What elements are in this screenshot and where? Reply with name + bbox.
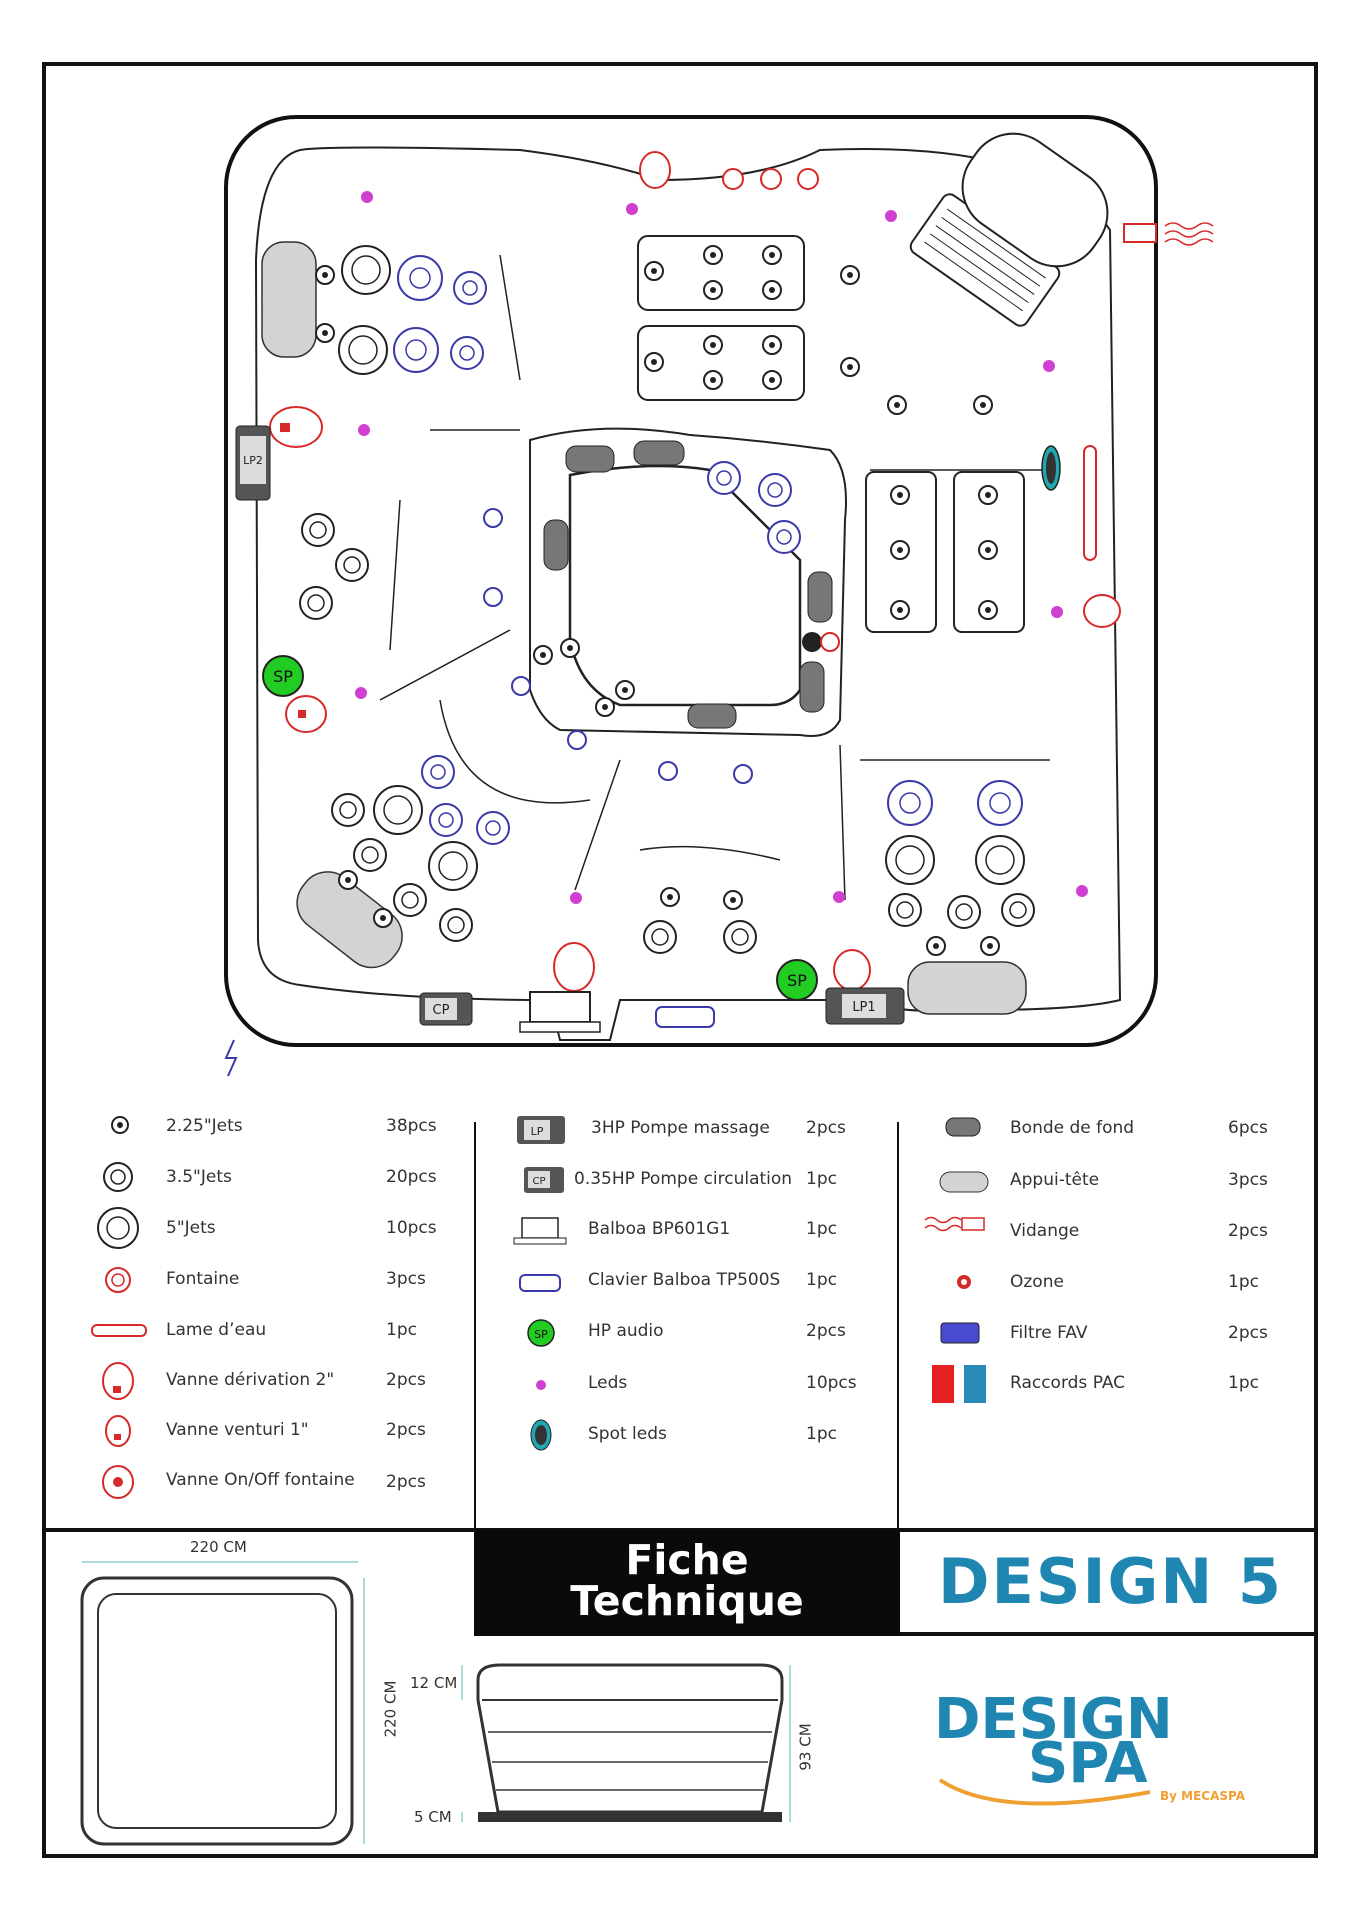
fiche-technique-title: Fiche Technique (474, 1530, 900, 1636)
legend-label: HP audio (588, 1321, 664, 1341)
design-label: DESIGN 5 (938, 1545, 1284, 1618)
legend-qty: 2pcs (386, 1472, 426, 1492)
footwell-inner (568, 464, 802, 707)
large-jets (338, 245, 1025, 891)
drains (543, 440, 833, 729)
legend-label: Vanne On/Off fontaine (166, 1470, 355, 1490)
legend-qty: 1pc (806, 1270, 837, 1290)
dim-bottom: 5 CM (414, 1808, 452, 1826)
legend-qty: 1pc (806, 1169, 837, 1189)
legend-qty: 10pcs (386, 1218, 437, 1238)
legend-label: Ozone (1010, 1272, 1064, 1292)
svg-text:SP: SP (787, 971, 807, 990)
legend-label: Vidange (1010, 1221, 1080, 1241)
pump-lp2: LP2 (235, 425, 271, 501)
legend-label: Spot leds (588, 1424, 667, 1444)
speaker (776, 959, 818, 1001)
page-frame (42, 62, 1318, 1858)
legend-qty: 2pcs (1228, 1323, 1268, 1343)
svg-text:LP2: LP2 (243, 454, 263, 467)
legend-label: Clavier Balboa TP500S (588, 1270, 781, 1290)
valves (269, 151, 1121, 992)
legend-label: 3HP Pompe massage (591, 1118, 770, 1138)
legend-label: Balboa BP601G1 (588, 1219, 731, 1239)
legend-qty: 3pcs (386, 1269, 426, 1289)
legend-qty: 38pcs (386, 1116, 437, 1136)
legend-label: Bonde de fond (1010, 1118, 1135, 1138)
small-jet-cores (322, 252, 993, 949)
svg-text:By MECASPA: By MECASPA (1160, 1789, 1246, 1803)
dim-top: 12 CM (410, 1674, 458, 1692)
medium-jets (299, 513, 1035, 954)
legend-qty: 2pcs (386, 1420, 426, 1440)
legend-label: Leds (588, 1373, 628, 1393)
legend-label: 0.35HP Pompe circulation (574, 1169, 793, 1189)
speaker (262, 655, 304, 697)
seat-outline (254, 146, 1122, 1041)
legend-label: Vanne venturi 1" (166, 1420, 309, 1440)
legend-qty: 1pc (806, 1424, 837, 1444)
svg-text:LP: LP (531, 1125, 544, 1138)
legend-label: 2.25"Jets (166, 1116, 243, 1136)
legend-label: Raccords PAC (1010, 1373, 1126, 1393)
water-blade (1083, 445, 1097, 561)
svg-text:LP1: LP1 (852, 1000, 875, 1015)
legend-qty: 2pcs (806, 1118, 846, 1138)
fountains (722, 168, 819, 190)
footwell-outer (529, 427, 847, 737)
blue-jets (393, 255, 1023, 845)
design-box-bottom (900, 1632, 1318, 1636)
legend-qty: 3pcs (1228, 1170, 1268, 1190)
legend-qty: 1pc (806, 1219, 837, 1239)
dim-width: 220 CM (190, 1538, 247, 1556)
svg-text:CP: CP (532, 1176, 545, 1187)
legend-label: Filtre FAV (1010, 1323, 1088, 1343)
legend-qty: 2pcs (806, 1321, 846, 1341)
legend-qty: 1pc (1228, 1272, 1259, 1292)
leds (355, 191, 1088, 904)
legend-qty: 20pcs (386, 1167, 437, 1187)
svg-text:DESIGN: DESIGN (934, 1687, 1173, 1752)
svg-text:SPA: SPA (1028, 1731, 1148, 1796)
pump-cp: CP (419, 992, 473, 1026)
legend-qty: 10pcs (806, 1373, 857, 1393)
legend-label: 5"Jets (166, 1218, 216, 1238)
legend-label: Appui-tête (1010, 1170, 1100, 1190)
legend-label: Fontaine (166, 1269, 240, 1289)
svg-text:SP: SP (534, 1328, 548, 1341)
headrest (261, 241, 317, 358)
headrest (296, 871, 403, 969)
svg-text:CP: CP (433, 1003, 450, 1018)
legend-qty: 2pcs (1228, 1221, 1268, 1241)
legend-divider-2 (897, 1122, 899, 1530)
legend-qty: 6pcs (1228, 1118, 1268, 1138)
legend-label: 3.5"Jets (166, 1167, 232, 1187)
pump-lp1: LP1 (825, 987, 905, 1025)
power-icon (224, 1039, 238, 1077)
svg-text:SP: SP (273, 667, 293, 686)
legend-qty: 1pc (1228, 1373, 1259, 1393)
headrest (907, 961, 1027, 1015)
legend-qty: 1pc (386, 1320, 417, 1340)
legend-label: Vanne dérivation 2" (166, 1370, 335, 1390)
legend-qty: 2pcs (386, 1370, 426, 1390)
legend-label: Lame d’eau (166, 1320, 267, 1340)
legend-divider-1 (474, 1122, 476, 1530)
